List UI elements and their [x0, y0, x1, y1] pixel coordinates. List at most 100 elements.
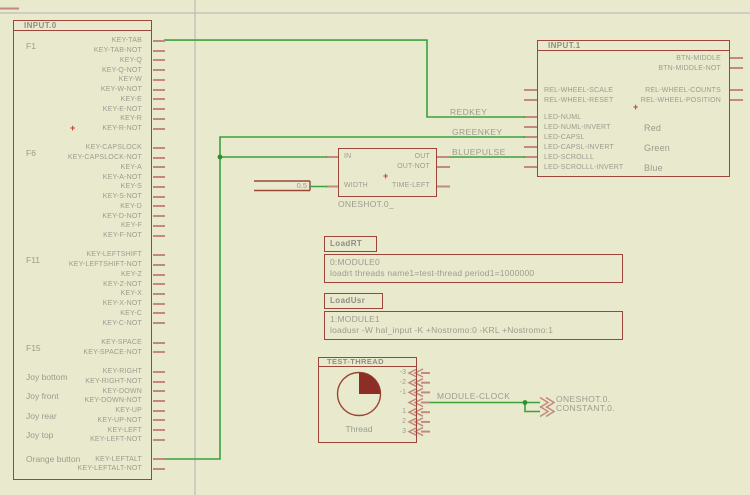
left-pin-label: LED-SCROLLL-INVERT: [544, 163, 623, 173]
thread-pin-number[interactable]: -2: [380, 378, 406, 387]
loadusr-body[interactable]: 1:MODULE1 loadusr -W hal_input -K +Nostr…: [324, 311, 623, 340]
pin-row[interactable]: KEY-D-NOT: [14, 212, 151, 222]
left-pin-label: LED-NUML-INVERT: [544, 123, 611, 133]
pin-row[interactable]: KEY-C: [14, 309, 151, 319]
thread-caption: Thread: [331, 424, 387, 434]
offpage-ref-constant[interactable]: CONSTANT.0.: [556, 404, 615, 413]
left-pin-label: LED-NUML: [544, 113, 581, 123]
pin-row[interactable]: KEY-Z-NOT: [14, 280, 151, 290]
pin-row[interactable]: KEY-S: [14, 182, 151, 192]
width-constant-value[interactable]: 0.5: [280, 181, 307, 191]
thread-pin-number[interactable]: -3: [380, 368, 406, 377]
input1-title[interactable]: INPUT.1: [538, 41, 729, 51]
pin-row[interactable]: REL-WHEEL-SCALE REL-WHEEL-COUNTS: [538, 86, 729, 96]
pin-group-label: Joy front: [26, 391, 59, 401]
thread-pin-number[interactable]: 1: [380, 407, 406, 416]
oneshot-ref-chevron: [540, 398, 554, 408]
net-label-greenkey[interactable]: GREENKEY: [452, 128, 502, 137]
right-pin-label: BTN-MIDDLE: [676, 54, 721, 64]
oneshot-pin-in: IN: [344, 152, 351, 162]
module-clock-branch-wire: [525, 403, 540, 412]
pin-row[interactable]: KEY-Q: [14, 56, 151, 66]
offpage-connector-chevrons[interactable]: [540, 398, 554, 417]
constant-ref-chevron: [540, 407, 554, 417]
pin-row[interactable]: LED-SCROLLL-INVERT Blue: [538, 163, 729, 173]
left-pin-label: LED-CAPSL: [544, 133, 585, 143]
thread-pin-number[interactable]: -1: [380, 388, 406, 397]
net-label-redkey[interactable]: REDKEY: [450, 108, 487, 117]
oneshot-pin-time-left: TIME-LEFT: [375, 181, 430, 191]
color-caption: Blue: [644, 163, 663, 173]
pin-row[interactable]: KEY-E: [14, 95, 151, 105]
loadusr-command: loadusr -W hal_input -K +Nostromo:0 -KRL…: [330, 325, 622, 336]
pin-row[interactable]: LED-CAPSL-INVERT Green: [538, 143, 729, 153]
thread-pin-number[interactable]: [380, 398, 406, 407]
pin-group-label: F11: [26, 255, 40, 265]
pin-row[interactable]: BTN-MIDDLE-NOT: [538, 64, 729, 74]
pin-group-label: Joy rear: [26, 411, 57, 421]
test-thread-title[interactable]: TEST-THREAD: [319, 358, 416, 367]
pin-row[interactable]: KEY-Q-NOT: [14, 66, 151, 76]
pin-row[interactable]: KEY-F-NOT: [14, 231, 151, 241]
component-input1[interactable]: INPUT.1 BTN-MIDDLE BTN-MIDDLE-NOT REL-WH…: [537, 40, 730, 177]
right-pin-label: REL-WHEEL-POSITION: [641, 96, 721, 106]
junction-dot: [523, 400, 528, 405]
origin-cross: +: [383, 172, 388, 181]
color-caption: Red: [644, 123, 661, 133]
loadrt-body[interactable]: 0:MODULE0 loadrt threads name1=test-thre…: [324, 254, 623, 283]
net-label-module-clock[interactable]: MODULE-CLOCK: [437, 392, 510, 401]
loadrt-tab[interactable]: LoadRT: [324, 236, 377, 252]
left-pin-label: REL-WHEEL-RESET: [544, 96, 614, 106]
oneshot-instance-label[interactable]: ONESHOT.0_: [338, 199, 394, 209]
pin-row[interactable]: LED-NUML: [538, 113, 729, 123]
origin-cross: +: [633, 103, 638, 112]
left-pin-label: LED-SCROLLL: [544, 153, 594, 163]
redkey-wire: [164, 40, 525, 117]
pin-row[interactable]: KEY-F: [14, 221, 151, 231]
loadusr-tab[interactable]: LoadUsr: [324, 293, 383, 309]
pin-row[interactable]: KEY-E-NOT: [14, 105, 151, 115]
pin-group-label: Orange button: [26, 454, 80, 464]
left-pin-label: REL-WHEEL-SCALE: [544, 86, 613, 96]
component-input0[interactable]: INPUT.0 KEY-TABKEY-TAB-NOTKEY-QKEY-Q-NOT…: [13, 20, 152, 480]
pin-row[interactable]: KEY-Z: [14, 270, 151, 280]
junction-dot: [218, 155, 223, 160]
thread-pin-number[interactable]: 2: [380, 417, 406, 426]
pin-row[interactable]: KEY-W: [14, 75, 151, 85]
pin-row[interactable]: KEY-D: [14, 202, 151, 212]
net-label-bluepulse[interactable]: BLUEPULSE: [452, 148, 506, 157]
pin-row[interactable]: KEY-X: [14, 289, 151, 299]
oneshot-pin-width: WIDTH: [344, 181, 368, 191]
right-pin-label: BTN-MIDDLE-NOT: [658, 64, 721, 74]
input0-title[interactable]: INPUT.0: [14, 21, 151, 31]
pin-row[interactable]: LED-SCROLLL: [538, 153, 729, 163]
pin-row[interactable]: KEY-LEFTALT-NOT: [14, 464, 151, 474]
pin-group-label: F6: [26, 148, 36, 158]
pin-row[interactable]: LED-CAPSL: [538, 133, 729, 143]
pin-row[interactable]: LED-NUML-INVERT Red: [538, 123, 729, 133]
pin-group-label: Joy bottom: [26, 372, 68, 382]
pin-row[interactable]: KEY-X-NOT: [14, 299, 151, 309]
pin-row[interactable]: KEY-R: [14, 114, 151, 124]
pin-row[interactable]: KEY-A-NOT: [14, 173, 151, 183]
pin-row[interactable]: KEY-S-NOT: [14, 192, 151, 202]
loadusr-module-id: 1:MODULE1: [330, 314, 622, 325]
input0-pin-list: KEY-TABKEY-TAB-NOTKEY-QKEY-Q-NOTKEY-WKEY…: [14, 33, 151, 474]
thread-pin-number[interactable]: 3: [380, 427, 406, 436]
left-pin-label: LED-CAPSL-INVERT: [544, 143, 614, 153]
color-caption: Green: [644, 143, 670, 153]
oneshot-pin-out: OUT: [390, 152, 430, 162]
origin-cross: +: [70, 124, 75, 133]
pin-row[interactable]: KEY-R-NOT: [14, 124, 151, 134]
pin-row[interactable]: BTN-MIDDLE: [538, 54, 729, 64]
pin-row[interactable]: KEY-C-NOT: [14, 319, 151, 329]
pin-group-label: F1: [26, 41, 36, 51]
pin-row[interactable]: KEY-W-NOT: [14, 85, 151, 95]
loadrt-module-id: 0:MODULE0: [330, 257, 622, 268]
right-pin-label: REL-WHEEL-COUNTS: [645, 86, 721, 96]
pin-group-label: Joy top: [26, 430, 53, 440]
loadrt-command: loadrt threads name1=test-thread period1…: [330, 268, 622, 279]
pin-row[interactable]: KEY-A: [14, 163, 151, 173]
pin-group-label: F15: [26, 343, 41, 353]
